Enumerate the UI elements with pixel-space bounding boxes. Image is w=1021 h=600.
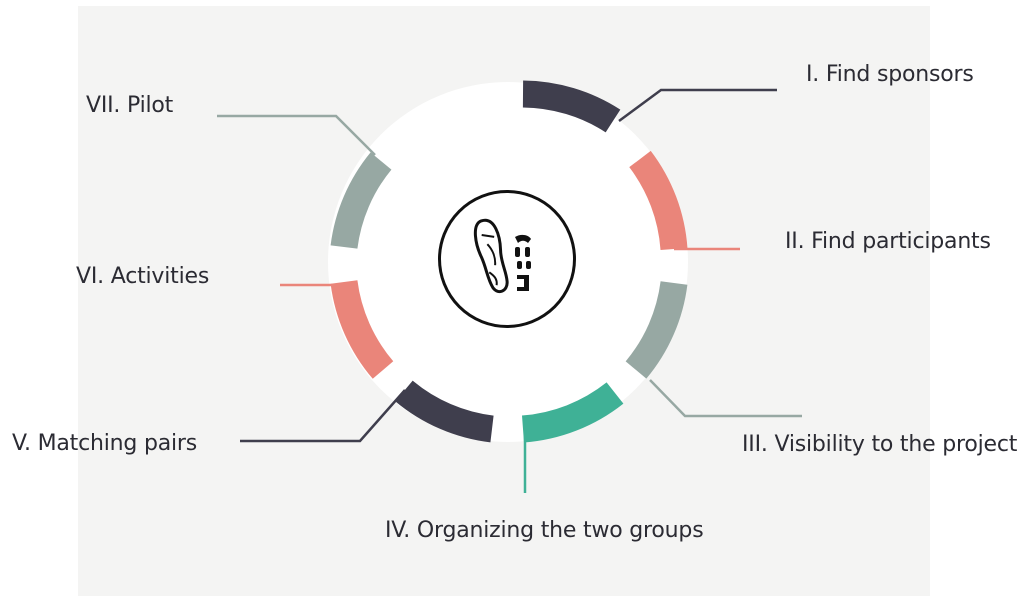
segment-find-participants: [629, 150, 688, 251]
segment-matching-pairs: [395, 380, 494, 443]
label-pilot: VII. Pilot: [86, 93, 174, 118]
label-find-sponsors: I. Find sponsors: [806, 62, 974, 87]
connector-find-sponsors: [618, 88, 777, 123]
label-visibility: III. Visibility to the project: [742, 432, 1018, 457]
label-activities: VI. Activities: [76, 264, 210, 289]
label-find-participants: II. Find participants: [785, 229, 991, 254]
logo-circle: [438, 190, 576, 328]
segment-pilot: [330, 152, 392, 249]
segment-activities: [330, 279, 394, 379]
connector-matching-pairs: [240, 389, 406, 443]
footprints-icon: [473, 218, 531, 294]
segment-organizing: [521, 382, 624, 443]
label-matching-pairs: V. Matching pairs: [12, 431, 198, 456]
label-organizing: IV. Organizing the two groups: [385, 518, 704, 543]
connector-pilot: [217, 114, 376, 156]
segment-visibility: [625, 280, 688, 379]
connector-visibility: [649, 379, 802, 418]
segment-find-sponsors: [522, 80, 621, 133]
